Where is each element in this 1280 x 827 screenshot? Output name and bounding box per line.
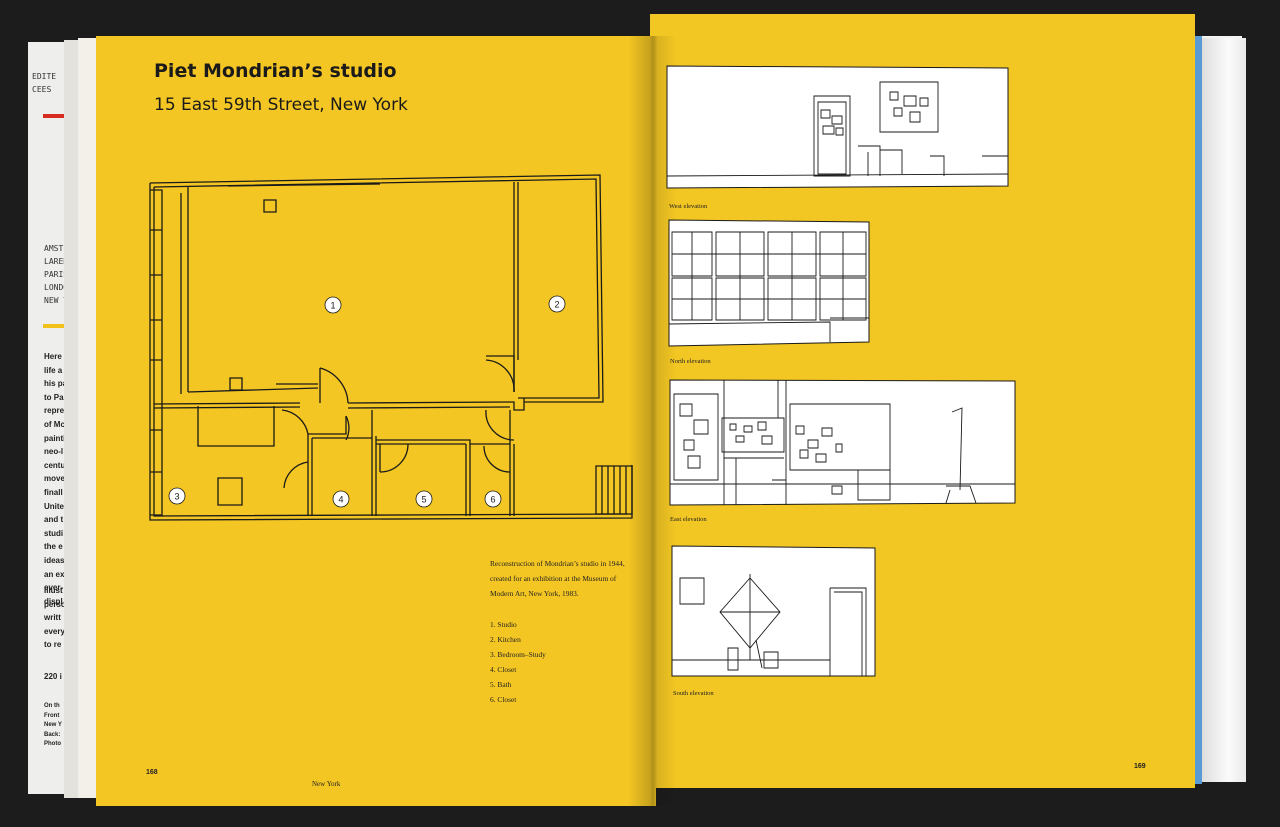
east-elevation-label: East elevation: [670, 516, 707, 523]
page-subtitle: 15 East 59th Street, New York: [154, 95, 408, 115]
west-elevation-label: West elevation: [669, 203, 708, 210]
back-cover-yellow-bar: [43, 324, 73, 328]
room-number-6: 6: [490, 495, 495, 505]
page-number-right: 169: [1134, 763, 1146, 770]
legend-item: 3. Bedroom–Study: [490, 650, 546, 659]
legend-item: 1. Studio: [490, 620, 517, 629]
room-legend: 1. Studio 2. Kitchen 3. Bedroom–Study 4.…: [490, 617, 546, 707]
north-elevation-label: North elevation: [670, 358, 711, 365]
room-marker-2: [548, 295, 566, 313]
left-page: [96, 36, 656, 806]
back-cover-red-bar: [43, 114, 73, 118]
right-cover-jacket: [1202, 38, 1246, 782]
running-foot: New York: [312, 780, 341, 788]
room-number-3: 3: [174, 492, 179, 502]
south-elevation-label: South elevation: [673, 690, 714, 697]
back-cover-editors: EDITE CEES: [32, 72, 57, 94]
room-marker-1: [324, 296, 342, 314]
north-elevation-drawing: [668, 219, 870, 347]
legend-item: 5. Bath: [490, 680, 512, 689]
legend-item: 4. Closet: [490, 665, 517, 674]
south-elevation-drawing: [671, 545, 876, 677]
legend-item: 6. Closet: [490, 695, 517, 704]
west-elevation-drawing: [666, 65, 1009, 189]
back-cover-count: 220 i: [44, 672, 62, 681]
room-marker-4: [332, 490, 350, 508]
legend-item: 2. Kitchen: [490, 635, 521, 644]
room-number-5: 5: [421, 495, 426, 505]
room-marker-3: [168, 487, 186, 505]
room-marker-6: [484, 490, 502, 508]
figure-caption: Reconstruction of Mondrian’s studio in 1…: [490, 559, 625, 598]
page-title: Piet Mondrian’s studio: [154, 60, 397, 82]
east-elevation-drawing: [669, 379, 1016, 506]
page-number-left: 168: [146, 769, 158, 776]
room-number-1: 1: [330, 301, 335, 311]
back-cover-cities: AMSTE LAREN PARIS LONDO NEW Y: [44, 244, 69, 305]
room-number-2: 2: [554, 300, 559, 310]
room-number-4: 4: [338, 495, 343, 505]
room-marker-5: [415, 490, 433, 508]
